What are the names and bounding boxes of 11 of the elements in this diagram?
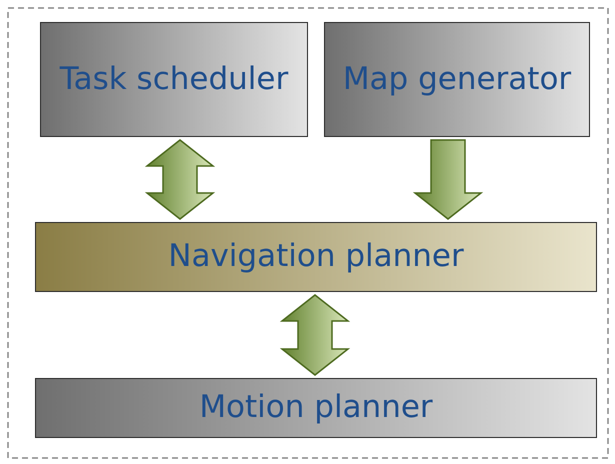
- box-label: Navigation planner: [168, 239, 464, 275]
- box-label: Task scheduler: [60, 62, 288, 98]
- box-label: Map generator: [342, 62, 572, 98]
- box-label: Motion planner: [199, 390, 433, 426]
- process-box: [324, 22, 590, 137]
- block-arrow: [412, 139, 484, 220]
- process-box: [35, 222, 597, 292]
- block-arrow: [144, 139, 216, 220]
- process-box: [40, 22, 308, 137]
- process-box: [35, 378, 597, 438]
- block-arrow: [280, 294, 350, 376]
